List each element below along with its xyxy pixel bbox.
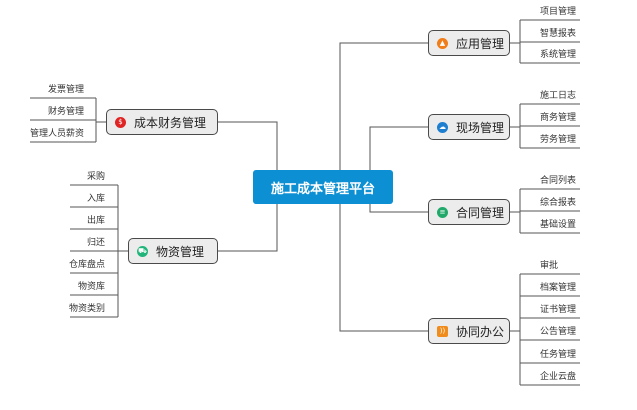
leaf-item[interactable]: 档案管理	[540, 283, 577, 293]
connector-root-collab	[339, 204, 428, 332]
leaf-item[interactable]: 证书管理	[540, 305, 577, 315]
cloud-icon: ☁	[437, 121, 448, 133]
bracket-contract	[510, 189, 521, 233]
leaf-item[interactable]: 出库	[86, 216, 105, 226]
bracket-app	[510, 20, 521, 63]
branch-collab-office[interactable]: )) 协同办公	[428, 318, 510, 344]
connector-root-material	[218, 204, 278, 252]
leaf-item[interactable]: 系统管理	[540, 50, 577, 60]
leaf-item[interactable]: 项目管理	[540, 7, 577, 17]
leaf-item[interactable]: 公告管理	[540, 327, 577, 337]
bracket-finance	[95, 98, 106, 142]
leaf-item[interactable]: 审批	[540, 261, 559, 271]
bracket-material	[117, 185, 128, 317]
branch-site-management[interactable]: ☁ 现场管理	[428, 114, 510, 140]
root-node[interactable]: 施工成本管理平台	[253, 170, 393, 204]
branch-label: 物资管理	[156, 244, 205, 259]
leaf-item[interactable]: 财务管理	[47, 107, 84, 117]
leaf-item[interactable]: 采购	[86, 172, 105, 182]
bracket-collab	[510, 274, 521, 385]
branch-label: 现场管理	[456, 120, 505, 135]
leaf-item[interactable]: 入库	[86, 194, 105, 204]
leaf-item[interactable]: 综合报表	[540, 198, 577, 208]
rocket-icon: ▲	[437, 37, 448, 49]
leaf-item[interactable]: 基础设置	[540, 220, 577, 230]
branch-label: 协同办公	[456, 324, 505, 339]
branch-cost-finance[interactable]: $ 成本财务管理	[106, 109, 218, 135]
leaf-item[interactable]: 发票管理	[47, 85, 84, 95]
branch-material[interactable]: ⛟ 物资管理	[128, 238, 218, 264]
leaf-item[interactable]: 管理人员薪资	[29, 129, 84, 139]
branch-label: 成本财务管理	[134, 115, 207, 130]
branch-contract-management[interactable]: ≡ 合同管理	[428, 199, 510, 225]
branch-app-management[interactable]: ▲ 应用管理	[428, 30, 510, 56]
bracket-site	[510, 104, 521, 148]
connector-root-app	[339, 42, 428, 170]
leaf-item[interactable]: 任务管理	[540, 350, 577, 360]
branch-label: 合同管理	[456, 205, 505, 220]
leaf-item[interactable]: 物资库	[77, 282, 105, 292]
branch-label: 应用管理	[456, 36, 505, 51]
leaf-item[interactable]: 智慧报表	[540, 29, 577, 39]
leaf-item[interactable]: 劳务管理	[540, 135, 577, 145]
dollar-icon: $	[115, 116, 126, 128]
leaf-item[interactable]: 归还	[86, 238, 105, 248]
connector-root-finance	[218, 121, 278, 170]
connector-root-site	[369, 126, 428, 177]
leaf-item[interactable]: 商务管理	[540, 113, 577, 123]
leaf-item[interactable]: 仓库盘点	[68, 260, 105, 270]
rss-icon: ))	[437, 325, 448, 337]
list-icon: ≡	[437, 206, 448, 218]
leaf-item[interactable]: 物资类别	[68, 304, 105, 314]
cart-icon: ⛟	[137, 245, 148, 257]
leaf-item[interactable]: 合同列表	[540, 176, 577, 186]
leaf-item[interactable]: 施工日志	[540, 91, 577, 101]
leaf-item[interactable]: 企业云盘	[540, 372, 577, 382]
